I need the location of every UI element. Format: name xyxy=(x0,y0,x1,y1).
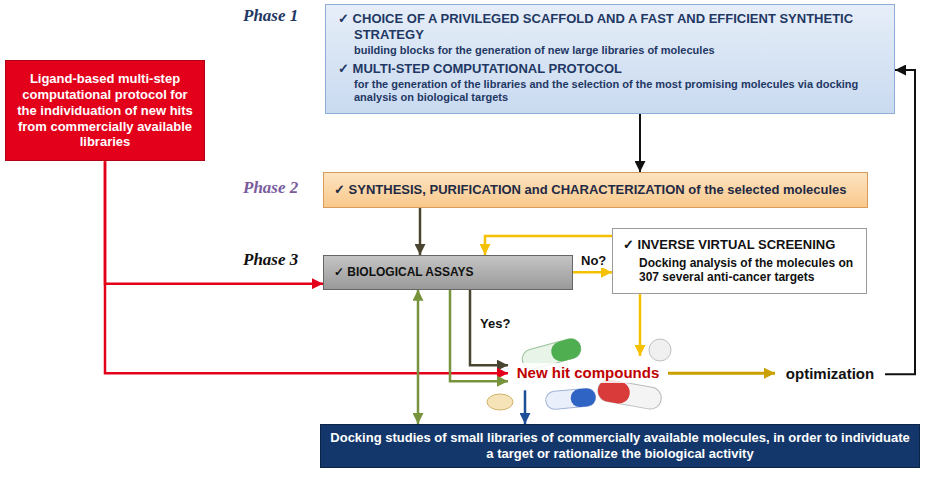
node-text: for the generation of the libraries and … xyxy=(354,78,882,105)
capsule xyxy=(545,388,596,410)
flow-arrow xyxy=(885,70,915,374)
flow-arrow xyxy=(105,161,323,283)
node-text: New hit compounds xyxy=(513,363,664,383)
flow-arrow xyxy=(417,290,420,424)
node-text: ✓ SYNTHESIS, PURIFICATION and CHARACTERI… xyxy=(334,182,857,198)
node-text: ✓ MULTI-STEP COMPUTATIONAL PROTOCOL xyxy=(338,61,882,77)
flow-arrow xyxy=(419,208,422,255)
flow-arrow xyxy=(524,390,527,424)
flow-arrow xyxy=(639,294,642,356)
flow-arrow xyxy=(485,236,612,255)
step-label: optimization xyxy=(775,361,885,387)
node-text: Ligand-based multi-step computational pr… xyxy=(14,71,196,150)
node-text: ✓ BIOLOGICAL ASSAYS xyxy=(334,265,562,280)
flow-arrow xyxy=(450,290,508,382)
phase-label: Phase 1 xyxy=(243,6,298,26)
node-text: building blocks for the generation of ne… xyxy=(354,44,882,57)
tablet xyxy=(649,339,671,361)
node-text: Docking analysis of the molecules on 307… xyxy=(639,256,856,285)
edge-label: No? xyxy=(579,253,608,268)
docking-box: Docking studies of small libraries of co… xyxy=(320,424,920,468)
hit-label: New hit compounds xyxy=(508,356,668,390)
flow-arrow xyxy=(668,372,775,375)
flow-arrow xyxy=(639,114,641,172)
node-text: ✓ INVERSE VIRTUAL SCREENING xyxy=(623,237,856,253)
tablet xyxy=(487,394,513,410)
node-text: Docking studies of small libraries of co… xyxy=(329,430,911,462)
flow-arrow xyxy=(573,271,612,274)
phase-box: ✓ CHOICE OF A PRIVILEGED SCAFFOLD AND A … xyxy=(325,4,895,114)
method-box: Ligand-based multi-step computational pr… xyxy=(5,60,205,161)
phase-label: Phase 3 xyxy=(243,250,298,270)
phase-box: ✓ SYNTHESIS, PURIFICATION and CHARACTERI… xyxy=(323,172,868,208)
phase-label: Phase 2 xyxy=(243,178,298,198)
edge-label: Yes? xyxy=(478,316,512,331)
screening-box: ✓ INVERSE VIRTUAL SCREENING Docking analy… xyxy=(612,228,867,294)
node-text: optimization xyxy=(777,365,883,383)
node-text: ✓ CHOICE OF A PRIVILEGED SCAFFOLD AND A … xyxy=(338,11,882,43)
phase-box: ✓ BIOLOGICAL ASSAYS xyxy=(323,255,573,290)
